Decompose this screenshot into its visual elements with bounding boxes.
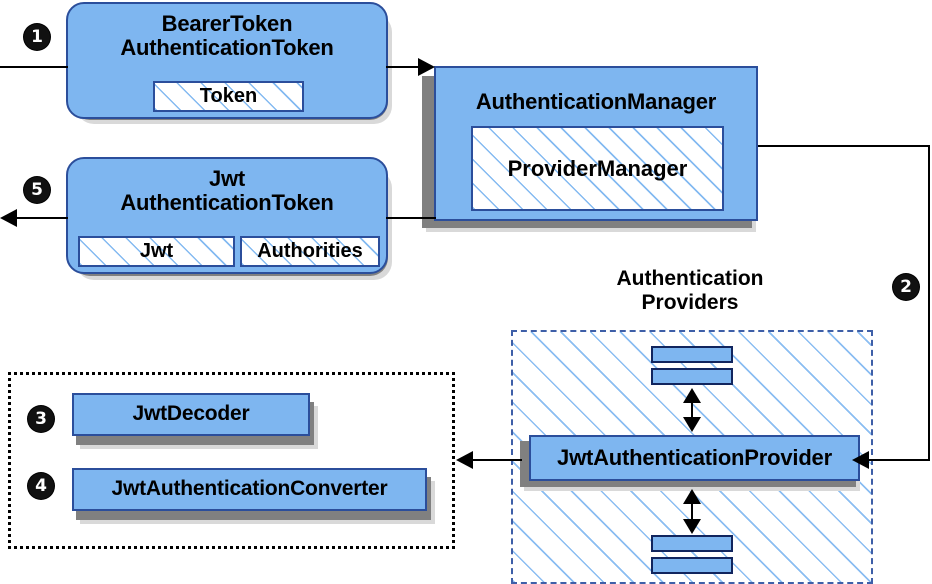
arrow-provider-to-support-icon: [456, 451, 473, 469]
step-bullet-5: 5: [24, 177, 50, 203]
authentication-providers-label-line2: Providers: [641, 290, 739, 314]
support-components-region: [8, 372, 455, 549]
step-bullet-2: 2: [893, 274, 919, 300]
provider-placeholder-bar-bottom-1: [651, 535, 733, 552]
jwt-authentication-converter-title: JwtAuthenticationConverter: [111, 477, 388, 501]
jwt-authentication-token-field-authorities: Authorities: [240, 236, 380, 267]
jwt-authentication-token-field-authorities-label: Authorities: [257, 240, 363, 262]
authentication-providers-label: Authentication Providers: [592, 267, 788, 314]
connector-into-provider: [866, 459, 930, 461]
connector-top-provider-link: [691, 390, 693, 430]
jwt-authentication-token-field-jwt: Jwt: [78, 236, 235, 267]
bearer-token-title-line2: AuthenticationToken: [120, 34, 334, 60]
provider-placeholder-bar-top-1: [651, 346, 733, 363]
jwt-authentication-provider-node[interactable]: JwtAuthenticationProvider: [529, 435, 860, 481]
step-bullet-4-label: 4: [35, 476, 47, 496]
jwt-authentication-token-title-line2: AuthenticationToken: [120, 189, 334, 215]
connector-incoming-request: [0, 66, 68, 68]
jwt-authentication-provider-title: JwtAuthenticationProvider: [557, 445, 832, 471]
provider-placeholder-bar-top-2: [651, 368, 733, 385]
jwt-authentication-token-title-line1: Jwt: [208, 166, 246, 191]
bearer-token-authentication-token-node[interactable]: BearerToken AuthenticationToken Token: [66, 2, 388, 119]
arrow-into-provider-icon: [852, 451, 869, 469]
step-bullet-1-label: 1: [31, 27, 43, 47]
connector-manager-to-jwt-token: [386, 217, 436, 219]
bearer-token-title-line1: BearerToken: [161, 11, 293, 36]
arrow-bottom-link-down-icon: [683, 519, 701, 534]
arrow-top-link-down-icon: [683, 417, 701, 432]
authentication-manager-node[interactable]: AuthenticationManager ProviderManager: [434, 66, 758, 221]
jwt-authentication-token-field-jwt-label: Jwt: [139, 240, 174, 262]
step-bullet-3: 3: [28, 406, 54, 432]
authentication-manager-field-provider-manager-label: ProviderManager: [507, 155, 688, 181]
connector-token-to-manager: [386, 66, 426, 68]
jwt-authentication-converter-node[interactable]: JwtAuthenticationConverter: [72, 468, 427, 511]
arrow-bottom-link-up-icon: [683, 489, 701, 504]
connector-provider-to-support: [470, 459, 522, 461]
jwt-authentication-token-title: Jwt AuthenticationToken: [68, 159, 386, 215]
connector-right-down: [928, 145, 930, 461]
jwt-authentication-token-node[interactable]: Jwt AuthenticationToken Jwt Authorities: [66, 157, 388, 274]
arrow-top-link-up-icon: [683, 388, 701, 403]
bearer-token-title: BearerToken AuthenticationToken: [68, 4, 386, 60]
step-bullet-2-label: 2: [900, 277, 912, 297]
connector-outgoing-response: [14, 217, 68, 219]
jwt-decoder-title: JwtDecoder: [132, 402, 250, 426]
arrow-token-to-manager-icon: [418, 58, 435, 76]
arrow-outgoing-response-icon: [0, 209, 17, 227]
connector-manager-right: [758, 145, 930, 147]
provider-placeholder-bar-bottom-2: [651, 557, 733, 574]
connector-bottom-provider-link: [691, 492, 693, 532]
bearer-token-field-token: Token: [153, 81, 304, 112]
bearer-token-field-token-label: Token: [199, 85, 258, 107]
step-bullet-4: 4: [28, 473, 54, 499]
jwt-decoder-node[interactable]: JwtDecoder: [72, 393, 310, 436]
step-bullet-1: 1: [24, 24, 50, 50]
authentication-providers-label-line1: Authentication: [616, 267, 764, 290]
authentication-manager-title: AuthenticationManager: [436, 68, 756, 114]
step-bullet-5-label: 5: [31, 180, 43, 200]
authentication-manager-title-text: AuthenticationManager: [475, 89, 717, 114]
step-bullet-3-label: 3: [35, 409, 47, 429]
authentication-manager-field-provider-manager: ProviderManager: [471, 126, 724, 211]
